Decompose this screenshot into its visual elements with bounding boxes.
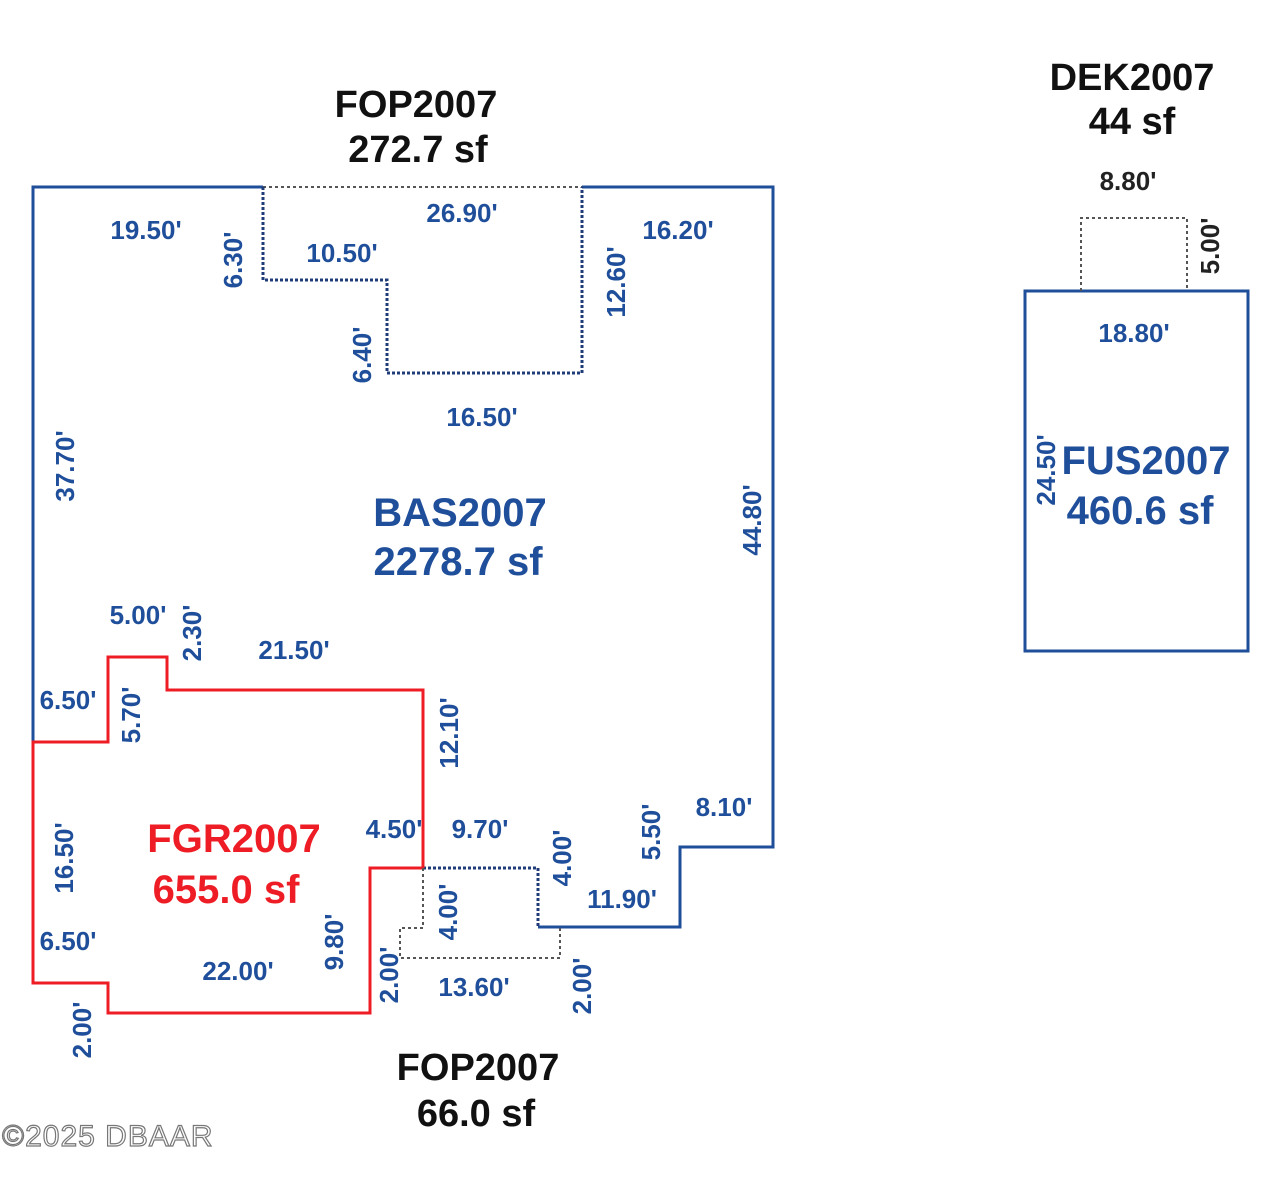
dim-fgr-corner: 4.50' — [366, 814, 423, 844]
fus-code: FUS2007 — [1062, 439, 1231, 483]
bas-outline-right — [538, 185, 775, 929]
fgr-area: 655.0 sf — [153, 868, 300, 912]
dim-fgr-right-lower: 9.80' — [319, 914, 349, 971]
dim-dek-depth: 5.00' — [1195, 218, 1225, 275]
dim-fus-depth: 24.50' — [1031, 434, 1061, 505]
dim-fgr-nub-left: 5.70' — [116, 687, 146, 744]
bas-code: BAS2007 — [373, 491, 546, 535]
dim-bas-bottom-c: 8.10' — [696, 792, 753, 822]
fop-top-area: 272.7 sf — [348, 129, 488, 171]
dim-fop-left-drop: 6.30' — [218, 232, 248, 289]
dim-bas-bottom-rise: 5.50' — [636, 804, 666, 861]
dim-fgr-bottom-left-drop: 2.00' — [67, 1002, 97, 1059]
fop-top-code: FOP2007 — [335, 84, 498, 126]
dim-fop-step: 10.50' — [306, 238, 377, 268]
fus-outline — [1023, 289, 1250, 653]
dim-fop2-drop: 4.00' — [433, 884, 463, 941]
dim-fop2-left: 2.00' — [374, 947, 404, 1004]
dim-fop-bottom: 16.50' — [446, 402, 517, 432]
copyright-watermark: ©2025 DBAAR — [1, 1119, 214, 1153]
fop-top-notch-outline — [261, 187, 584, 375]
dim-bas-bottom-a: 9.70' — [452, 814, 509, 844]
dim-bas-bottom-drop: 4.00' — [547, 830, 577, 887]
dim-fgr-nub-right: 2.30' — [177, 605, 207, 662]
dek-area: 44 sf — [1089, 101, 1176, 143]
dim-fgr-left: 16.50' — [49, 822, 79, 893]
fgr-outline — [31, 655, 425, 1015]
dim-bas-left: 37.70' — [50, 430, 80, 501]
dim-bas-top-left: 19.50' — [110, 215, 181, 245]
dim-dek-width: 8.80' — [1100, 166, 1157, 196]
fop-bottom-outline — [399, 868, 561, 959]
dim-fop-right-drop: 12.60' — [601, 246, 631, 317]
dim-fop-top-width: 26.90' — [426, 198, 497, 228]
dim-fus-width: 18.80' — [1098, 318, 1169, 348]
fop-bottom-area: 66.0 sf — [417, 1093, 536, 1135]
fus-area: 460.6 sf — [1067, 489, 1214, 533]
fop-bottom-code: FOP2007 — [397, 1047, 560, 1089]
dim-fgr-nub-top: 5.00' — [110, 600, 167, 630]
dim-fop-inner-drop: 6.40' — [347, 327, 377, 384]
dim-fgr-left-step: 6.50' — [40, 685, 97, 715]
dim-fgr-top: 21.50' — [258, 635, 329, 665]
dek-outline — [1080, 217, 1188, 291]
bas-bottom-porch-edge — [423, 866, 540, 927]
fgr-code: FGR2007 — [147, 817, 320, 861]
dim-bas-bottom-b: 11.90' — [587, 884, 657, 914]
bas-area: 2278.7 sf — [373, 540, 543, 584]
dim-fop2-right: 2.00' — [567, 958, 597, 1015]
dim-fgr-bottom: 22.00' — [202, 956, 273, 986]
dim-bas-top-right: 16.20' — [642, 215, 713, 245]
dim-bas-right: 44.80' — [737, 484, 767, 555]
bas-outline-left-top — [31, 185, 263, 742]
dim-fop2-bottom: 13.60' — [438, 972, 509, 1002]
dim-fgr-right: 12.10' — [434, 697, 464, 768]
dek-code: DEK2007 — [1050, 57, 1215, 99]
dim-fgr-bottom-left-step: 6.50' — [40, 926, 97, 956]
